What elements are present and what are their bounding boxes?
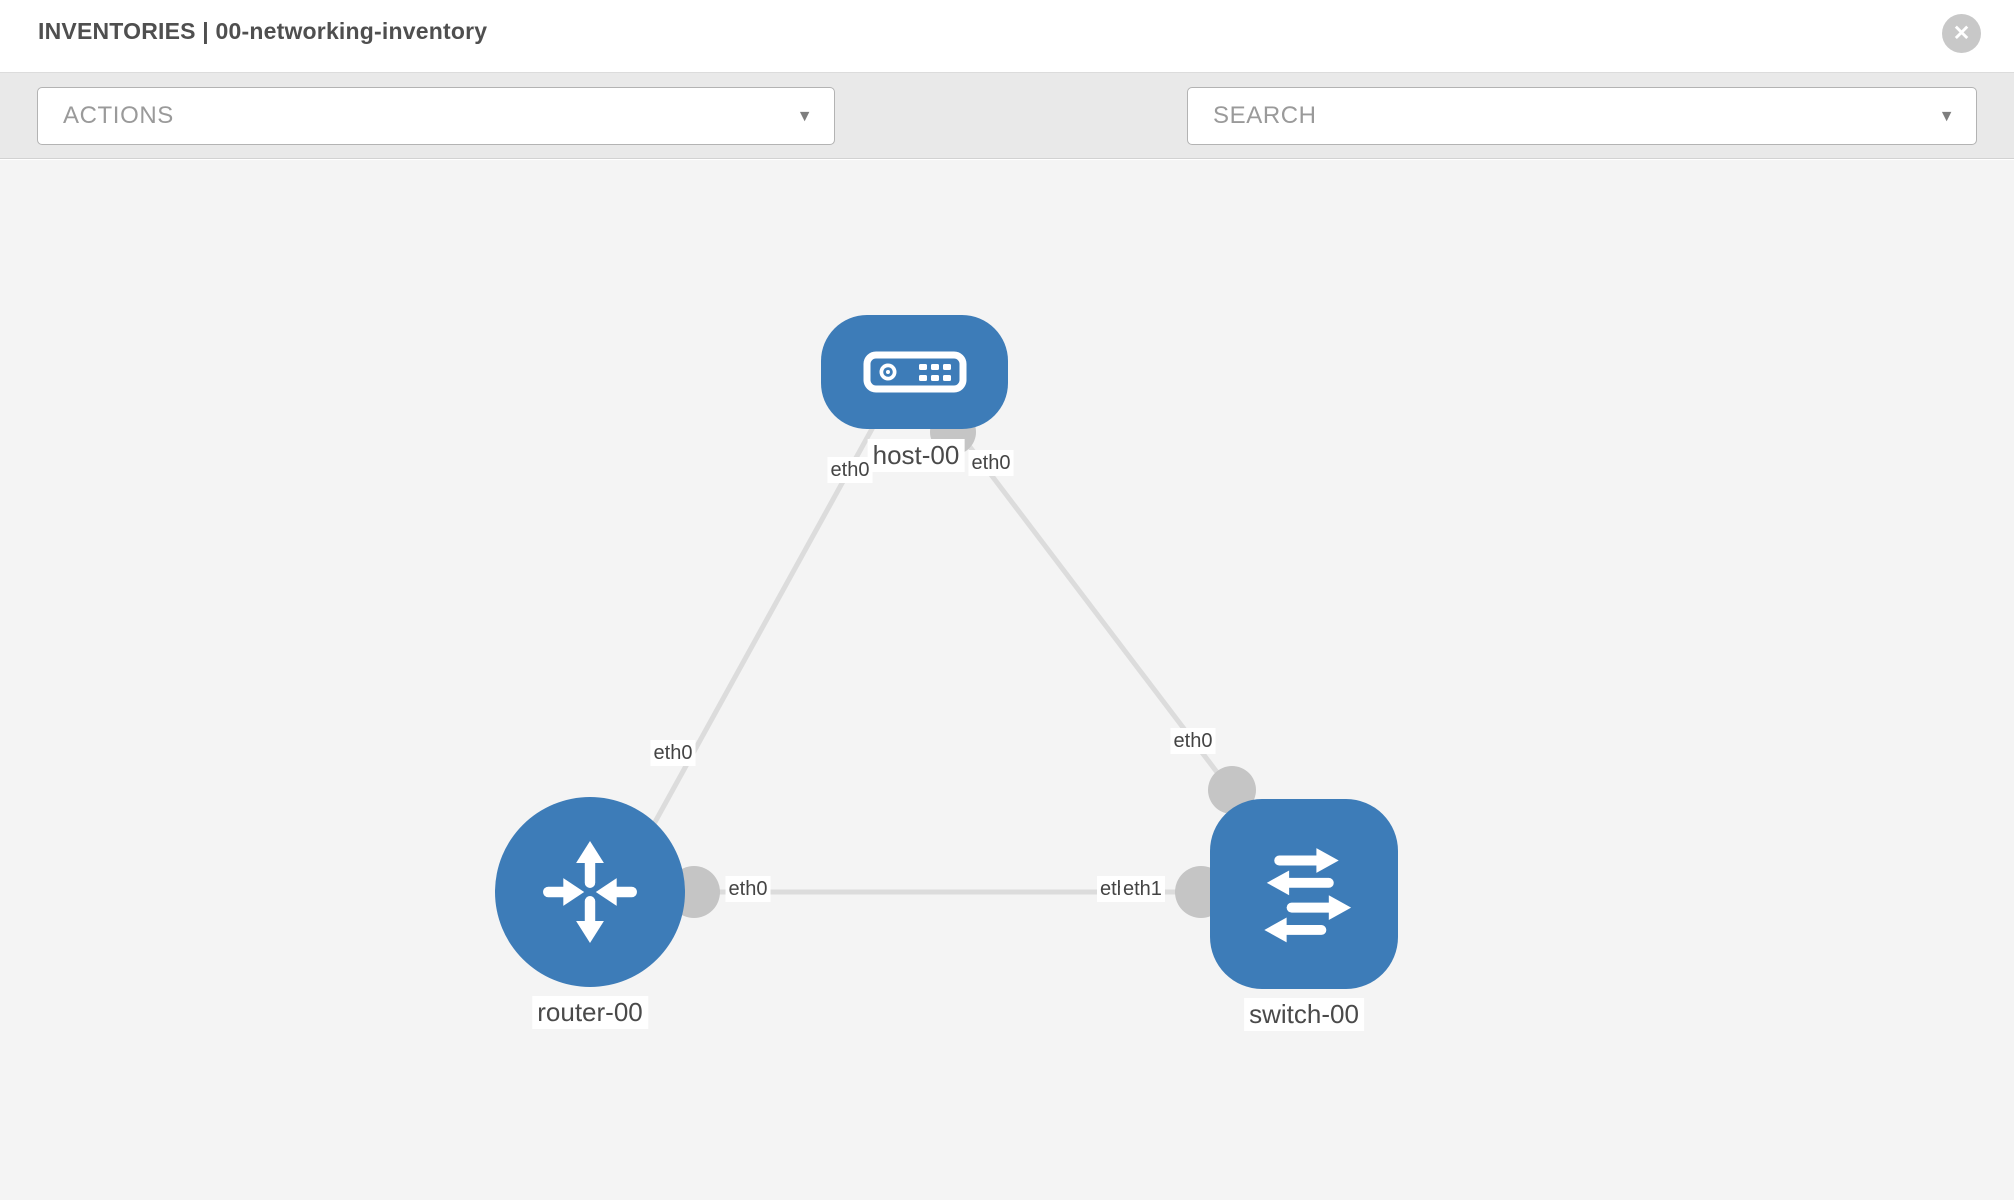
- actions-dropdown-label: ACTIONS: [63, 102, 174, 129]
- iface-label-host-eth0-to-router: eth0: [827, 457, 873, 483]
- switch-icon: [1264, 848, 1352, 943]
- iface-label-router-eth0: eth0: [725, 876, 771, 902]
- close-icon: ✕: [1952, 22, 1971, 45]
- close-button[interactable]: ✕: [1942, 14, 1981, 53]
- server-icon: [863, 351, 966, 393]
- actions-dropdown[interactable]: ACTIONS ▾: [37, 87, 835, 145]
- search-dropdown[interactable]: SEARCH ▾: [1187, 87, 1977, 145]
- chevron-down-icon: ▾: [799, 105, 810, 127]
- node-host-00[interactable]: [821, 315, 1008, 429]
- toolbar: ACTIONS ▾ SEARCH ▾: [0, 72, 2014, 209]
- iface-label-host-eth0-to-switch: eth0: [968, 450, 1014, 476]
- node-label-router-00: router-00: [532, 996, 648, 1029]
- node-switch-00[interactable]: [1210, 799, 1398, 989]
- node-label-host-00: host-00: [867, 439, 965, 472]
- iface-label-router-eth0-uplink: eth0: [650, 740, 696, 766]
- header-bar: INVENTORIES | 00-networking-inventory ✕: [0, 0, 2014, 72]
- router-icon: [543, 840, 637, 944]
- node-label-switch-00: switch-00: [1244, 998, 1364, 1031]
- topology-canvas[interactable]: host-00 router-00 switch-00 eth0 eth0 et…: [0, 160, 2014, 1200]
- node-router-00[interactable]: [495, 797, 685, 987]
- link-host-router[interactable]: [609, 416, 881, 902]
- iface-label-switch-eth1: eth1: [1120, 876, 1165, 902]
- search-dropdown-label: SEARCH: [1213, 102, 1317, 129]
- page-title: INVENTORIES | 00-networking-inventory: [38, 18, 488, 44]
- chevron-down-icon: ▾: [1941, 105, 1952, 127]
- topology-edges-layer: [590, 409, 1256, 918]
- iface-label-switch-eth0: eth0: [1170, 728, 1216, 754]
